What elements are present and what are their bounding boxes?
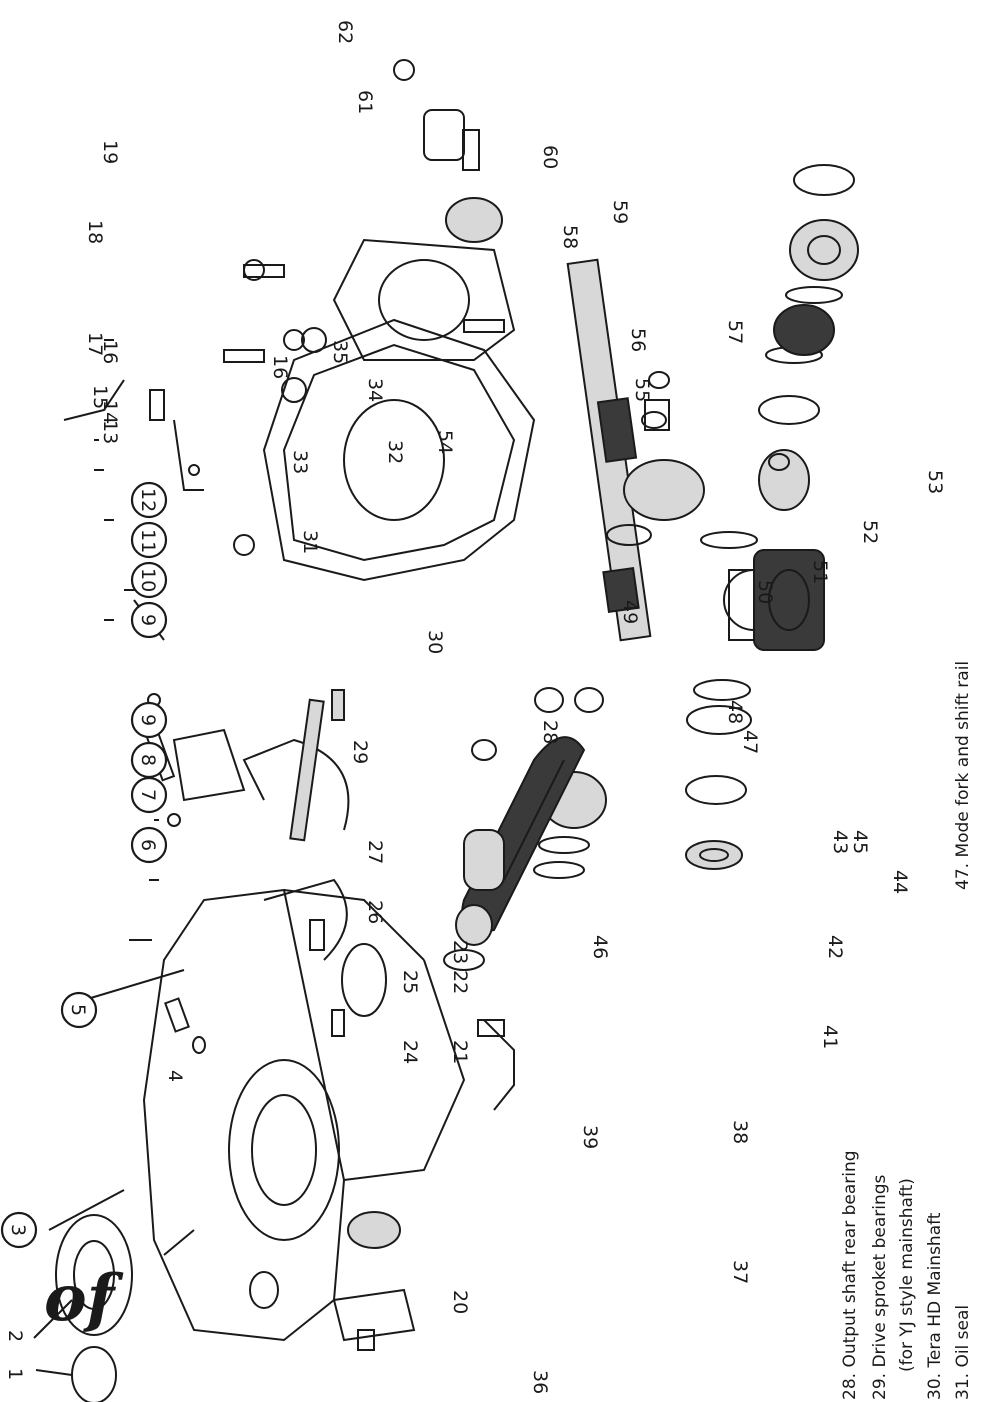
rear-extension-housing	[332, 238, 516, 361]
legend-line-28: 28. Output shaft rear bearing	[840, 1150, 860, 1400]
legend-line-29: 29. Drive sproket bearings	[870, 1174, 890, 1400]
callout-13: 13	[99, 420, 121, 444]
callout-59: 59	[609, 200, 631, 224]
callout-47: 47	[739, 730, 761, 754]
callout-51: 51	[809, 560, 831, 584]
callout-60: 60	[539, 145, 561, 169]
callout-24: 24	[399, 1040, 421, 1064]
callout-16a: 16	[99, 340, 121, 364]
callout-23: 23	[449, 940, 471, 964]
callout-6: 6	[137, 839, 159, 851]
leader-lines	[33, 339, 195, 1376]
callout-9a: 9	[137, 714, 159, 726]
callout-26: 26	[364, 900, 386, 924]
callout-8: 8	[137, 754, 159, 766]
callout-36: 36	[529, 1370, 551, 1394]
callout-35: 35	[329, 340, 351, 364]
drive-chain-sprockets	[443, 687, 607, 971]
callout-46: 46	[589, 935, 611, 959]
callout-52: 52	[859, 520, 881, 544]
shift-fork-assembly	[140, 689, 350, 961]
callout-1: 1	[4, 1368, 26, 1380]
callout-25: 25	[399, 970, 421, 994]
rear-yoke	[423, 109, 480, 171]
legend-line-47: 47. Mode fork and shift rail	[953, 661, 973, 890]
callout-41: 41	[819, 1025, 841, 1049]
callout-9b: 9	[137, 614, 159, 626]
callout-21: 21	[449, 1040, 471, 1064]
yoke-nut	[393, 59, 415, 81]
callout-62: 62	[334, 20, 356, 44]
callout-14: 14	[99, 400, 121, 424]
callout-43: 43	[829, 830, 851, 854]
callout-38: 38	[729, 1120, 751, 1144]
callout-39: 39	[579, 1125, 601, 1149]
rear-output-parts	[606, 371, 705, 546]
callout-42: 42	[824, 935, 846, 959]
callout-20: 20	[449, 1290, 471, 1314]
rear-seal	[445, 197, 503, 243]
front-seal	[71, 1346, 117, 1402]
callout-56: 56	[627, 328, 649, 352]
callout-2: 2	[4, 1330, 26, 1342]
legend-line-29-note: (for YJ style mainshaft)	[897, 1178, 917, 1372]
front-yoke-group	[332, 1211, 416, 1351]
callout-5: 5	[67, 1004, 89, 1016]
callout-32: 32	[384, 440, 406, 464]
callout-33: 33	[289, 450, 311, 474]
callout-55: 55	[631, 378, 653, 402]
shift-detent-parts	[164, 997, 515, 1111]
input-gear-stack	[685, 164, 859, 870]
callout-57: 57	[724, 320, 746, 344]
callout-10: 10	[137, 568, 159, 592]
legend-line-31: 31. Oil seal	[953, 1305, 973, 1400]
callout-53: 53	[924, 470, 946, 494]
callout-49: 49	[619, 600, 641, 624]
parts-legend: 28. Output shaft rear bearing 29. Drive …	[840, 661, 973, 1400]
callout-12: 12	[137, 488, 159, 512]
front-output-retainer	[55, 1214, 133, 1336]
legend-line-30: 30. Tera HD Mainshaft	[925, 1212, 945, 1400]
callout-44: 44	[889, 870, 911, 894]
callout-28: 28	[539, 720, 561, 744]
callout-48: 48	[724, 700, 746, 724]
callout-3: 3	[7, 1224, 29, 1236]
callout-15: 15	[89, 385, 111, 409]
shift-linkage-parts	[63, 259, 505, 556]
brand-logo-mark: of	[44, 1261, 124, 1336]
callout-45: 45	[849, 830, 871, 854]
callout-31: 31	[299, 530, 321, 554]
callout-34: 34	[364, 378, 386, 402]
callout-17: 17	[84, 332, 106, 356]
callout-7: 7	[137, 789, 159, 801]
callout-11: 11	[137, 529, 159, 553]
callout-27: 27	[364, 840, 386, 864]
callout-labels: 1 2 3 4 5 6 7 8 9 9 10 11 12 13 14 15 16…	[0, 20, 946, 1394]
callout-29: 29	[349, 740, 371, 764]
callout-61: 61	[354, 90, 376, 114]
callout-54: 54	[434, 430, 456, 454]
callout-50: 50	[754, 580, 776, 604]
callout-19: 19	[99, 140, 121, 164]
callout-22: 22	[449, 970, 471, 994]
callout-16b: 16	[269, 355, 291, 379]
callout-37: 37	[729, 1260, 751, 1284]
callout-30: 30	[424, 630, 446, 654]
callout-18: 18	[84, 220, 106, 244]
transfer-case-front-half	[142, 888, 466, 1342]
transfer-case-rear-half	[262, 318, 536, 582]
tera-hd-mainshaft	[566, 258, 652, 642]
callout-4: 4	[164, 1070, 186, 1082]
callout-58: 58	[559, 225, 581, 249]
